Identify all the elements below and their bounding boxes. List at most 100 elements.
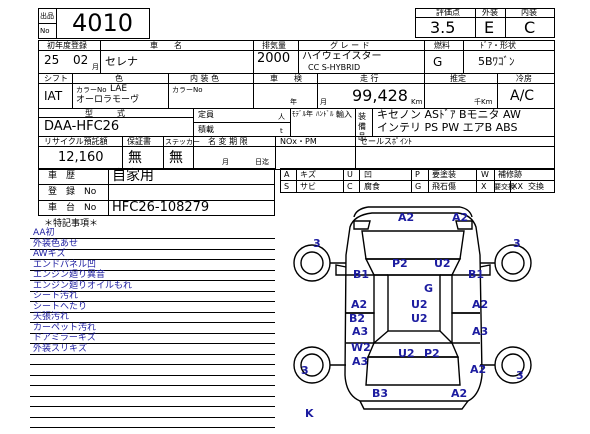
legend-s-code: S	[284, 182, 290, 191]
mileage-label: 走 行	[360, 74, 379, 83]
notes-rule	[30, 406, 275, 407]
notes-rule	[30, 248, 275, 250]
notes-rule	[30, 395, 275, 397]
color-name: オーロラモーヴ	[76, 95, 140, 105]
damage-a2-left-door: A2	[351, 298, 368, 311]
damage-3-top-left: 3	[313, 237, 321, 250]
notes-rule	[30, 416, 275, 418]
score-header-exterior: 外装	[482, 8, 498, 17]
warranty-label: 保証書	[127, 137, 151, 146]
inspection-month-unit: 月	[320, 98, 327, 106]
car-name: セレナ	[105, 55, 138, 68]
damage-u2-hood: U2	[434, 257, 451, 270]
damage-a3-left: A3	[352, 325, 369, 338]
lot-label-bottom: No	[40, 27, 50, 35]
notes-rule	[30, 353, 275, 355]
notes-item: シート汚れ	[33, 291, 79, 301]
notes-rule	[30, 427, 275, 428]
legend-a-code: A	[284, 170, 290, 179]
legend-w-text: 補修跡	[498, 170, 522, 179]
interior-color-no-label: カラーNo	[172, 86, 203, 94]
model-label: 型 式	[85, 109, 125, 118]
first-reg-month: 02	[73, 53, 89, 67]
color-label: 色	[115, 74, 123, 83]
damage-3-top-right: 3	[513, 237, 521, 250]
lot-number: 4010	[72, 9, 134, 37]
mileage: 99,428	[352, 86, 408, 105]
notes-item: カーペット汚れ	[33, 322, 97, 333]
legend-g-text: 飛石傷	[432, 182, 456, 191]
notes-rule	[30, 290, 275, 292]
car-damage-diagram	[293, 206, 532, 410]
damage-b3-bottom: B3	[372, 387, 389, 400]
legend-u-code: U	[347, 170, 353, 179]
damage-b2-left: B2	[349, 312, 366, 325]
score-header-overall: 評価点	[436, 8, 460, 17]
inspection-label: 車 検	[270, 74, 302, 83]
notes-item: ドアミラーキズ	[33, 333, 96, 343]
ac: A/C	[510, 88, 535, 104]
damage-a2-bottom: A2	[451, 387, 468, 400]
damage-a2-top-left: A2	[398, 211, 415, 224]
damage-a2-right-door: A2	[472, 298, 489, 311]
name-change-day-unit: 日迄	[255, 158, 269, 166]
name-change-label: 名 変 期 限	[208, 137, 248, 146]
color-no: LAE	[110, 84, 128, 94]
damage-a2-top-right: A2	[452, 211, 469, 224]
notes-item: AWキズ	[33, 249, 66, 259]
model-year-label: ﾓﾃﾞﾙ年	[292, 110, 313, 118]
notes-rule	[30, 332, 275, 334]
legend-c-code: C	[347, 182, 353, 191]
shift-label: シフト	[44, 74, 68, 83]
damage-p2-hood: P2	[392, 257, 408, 270]
door-label: ﾄﾞｱ・形状	[480, 41, 516, 50]
legend-s-text: サビ	[300, 182, 316, 191]
legend-p-code: P	[415, 170, 420, 179]
mileage-unit: Km	[411, 98, 423, 106]
displacement-label: 排気量	[262, 41, 286, 50]
notes-item: エンジン廻り異音	[33, 270, 106, 280]
notes-item: 外装色あせ	[33, 238, 79, 249]
first-reg-month-unit: 月	[92, 63, 99, 71]
sticker-label: ステッカー	[165, 138, 200, 146]
interior-color-label: 内 装 色	[190, 74, 220, 83]
damage-b1-right: B1	[468, 268, 485, 281]
score-overall: 3.5	[430, 18, 456, 37]
grade-sub: CC S-HYBRID	[308, 63, 361, 72]
score-interior: C	[524, 18, 536, 37]
legend-p-text: 要塗装	[432, 170, 456, 179]
inspection-year-unit: 年	[290, 98, 297, 106]
legend-w-code: W	[481, 170, 489, 179]
notes-rule	[30, 311, 275, 313]
notes-item: エンドパネル凹	[33, 259, 97, 270]
equip-label: 装備品	[358, 112, 366, 141]
legend-c-text: 腐食	[364, 182, 380, 191]
notes-rule	[30, 238, 275, 239]
damage-b1-left: B1	[353, 268, 370, 281]
estimate-unit: 千Km	[474, 98, 493, 106]
legend-x-code: X	[481, 182, 487, 191]
chassis: HFC26-108279	[112, 200, 210, 215]
notes-rule	[30, 374, 275, 376]
chassis-label: 車 台 No	[48, 203, 97, 213]
notes-rule	[30, 322, 275, 323]
score-header-interior: 内装	[521, 8, 537, 17]
score-exterior: E	[484, 18, 495, 37]
damage-p2-rear: P2	[424, 347, 440, 360]
first-reg-year: 25	[44, 53, 60, 67]
damage-3-bottom-left: 3	[301, 364, 309, 377]
fuel: G	[433, 55, 443, 69]
damage-u2-center-1: U2	[411, 298, 428, 311]
sales-point-label: セールスﾎﾟｲﾝﾄ	[360, 137, 412, 146]
equip-line2: インテリ PS PW エアB ABS	[377, 121, 518, 134]
reg-no-label: 登 録 No	[48, 187, 97, 197]
displacement: 2000	[257, 51, 291, 66]
notes-rule	[30, 269, 275, 271]
legend-xx-code: XX	[512, 182, 523, 191]
notes-rule	[30, 259, 275, 260]
handle-label: ﾊﾝﾄﾞﾙ	[316, 110, 334, 118]
shift: IAT	[44, 89, 63, 103]
notes-item: 外装スリキズ	[33, 343, 88, 354]
recycle-label: リサイクル預託額	[44, 137, 108, 146]
damage-a2-rear-quarter: A2	[470, 363, 487, 376]
